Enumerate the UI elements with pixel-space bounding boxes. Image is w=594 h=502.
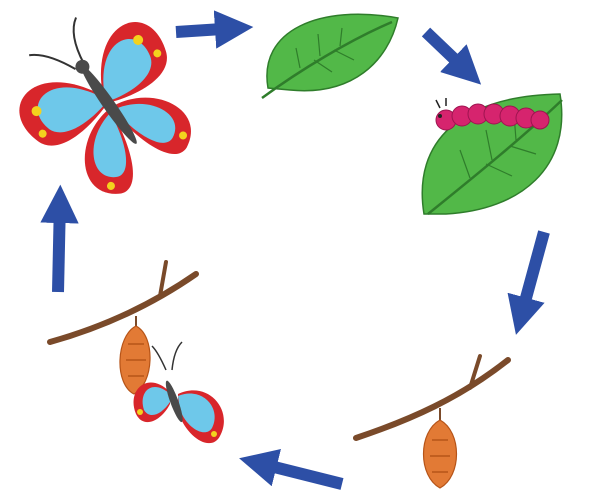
caterpillar-on-leaf-icon (422, 94, 562, 214)
butterfly-emerging-from-chrysalis-icon (50, 262, 224, 443)
arrow-butterfly-to-leaf (176, 28, 238, 32)
arrow-emerging-to-butterfly (58, 200, 60, 292)
arrow-chrysalis-to-emerging (254, 462, 342, 484)
chrysalis-on-twig-icon (356, 356, 508, 488)
cycle-arrows (58, 28, 544, 484)
arrow-leaf-to-caterpillar (426, 32, 470, 74)
arrow-caterpillar-to-chrysalis (520, 232, 544, 320)
leaf-icon (262, 14, 398, 98)
